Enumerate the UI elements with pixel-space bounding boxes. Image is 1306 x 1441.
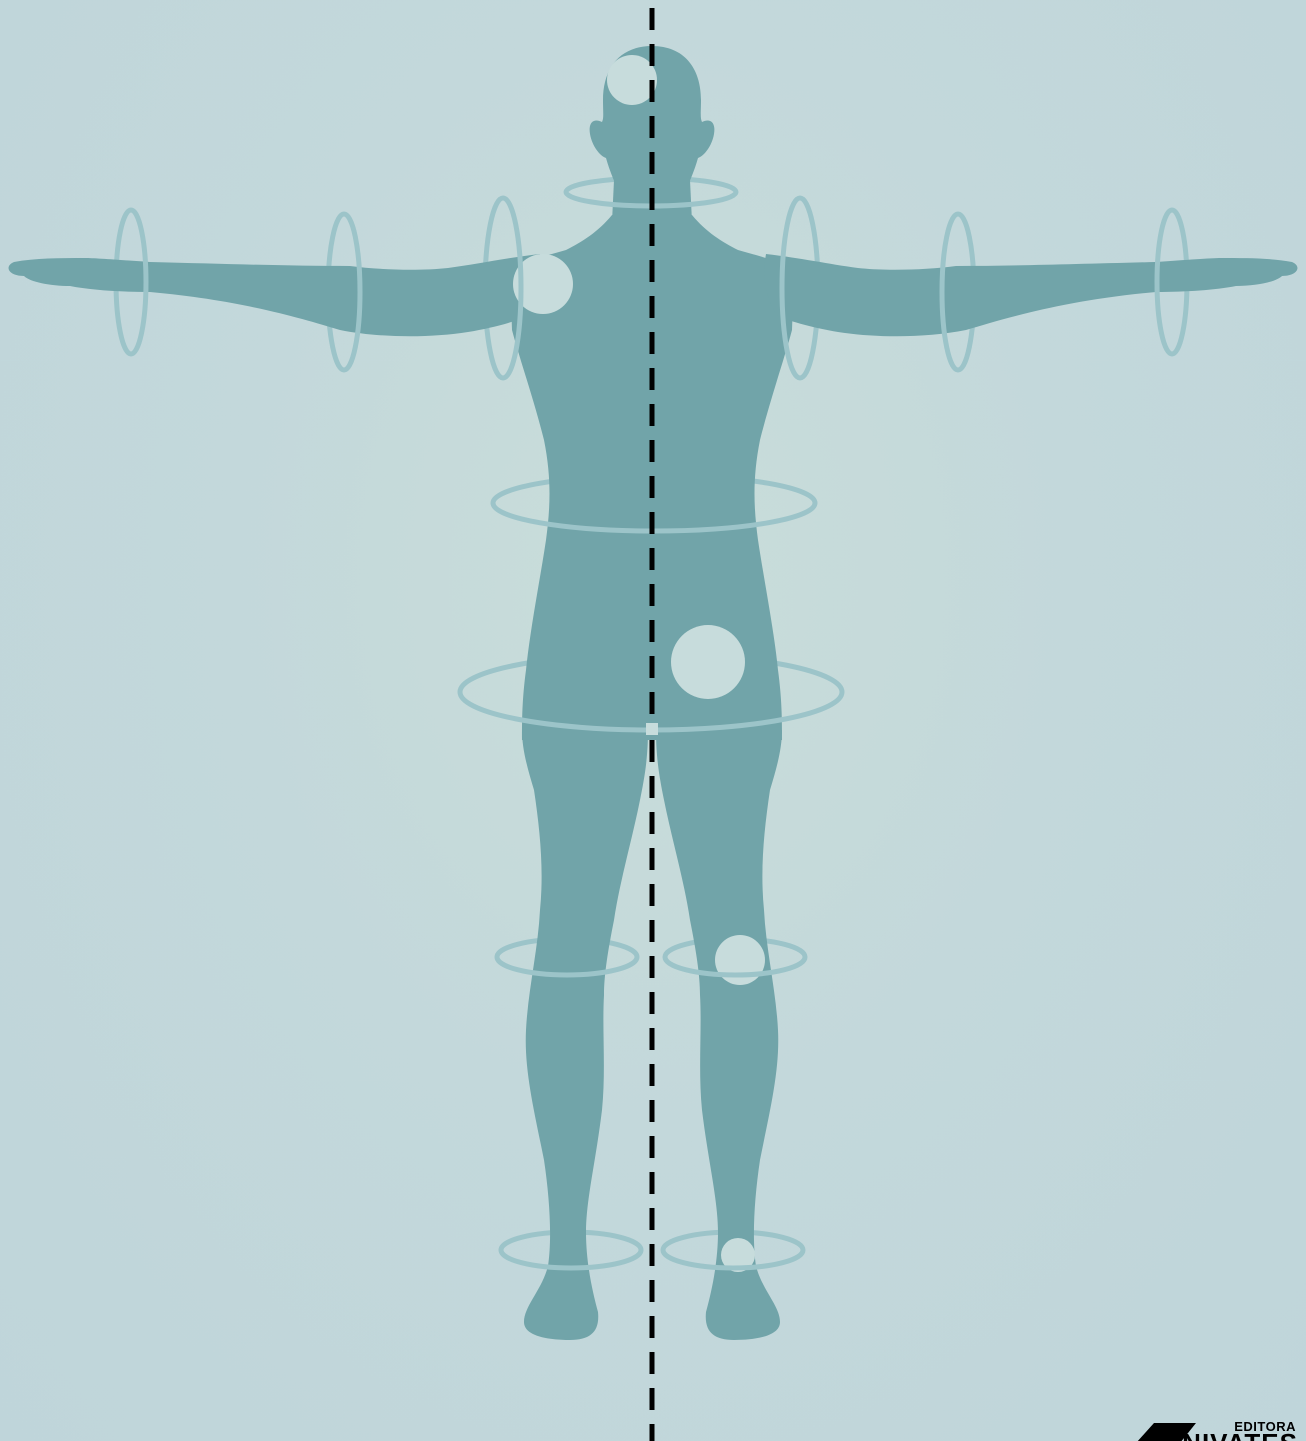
axis-gap-marker [646,723,658,735]
left-leg [656,730,782,1340]
right-arm [9,254,542,336]
left-arm [765,254,1298,336]
publisher-logo: EDITORA UNIVATES [1130,1419,1300,1441]
logo-main-word: UNIVATES [1162,1430,1298,1441]
hip-joint-marker [671,625,745,699]
knee-joint-marker [715,935,765,985]
right-leg [522,730,648,1340]
